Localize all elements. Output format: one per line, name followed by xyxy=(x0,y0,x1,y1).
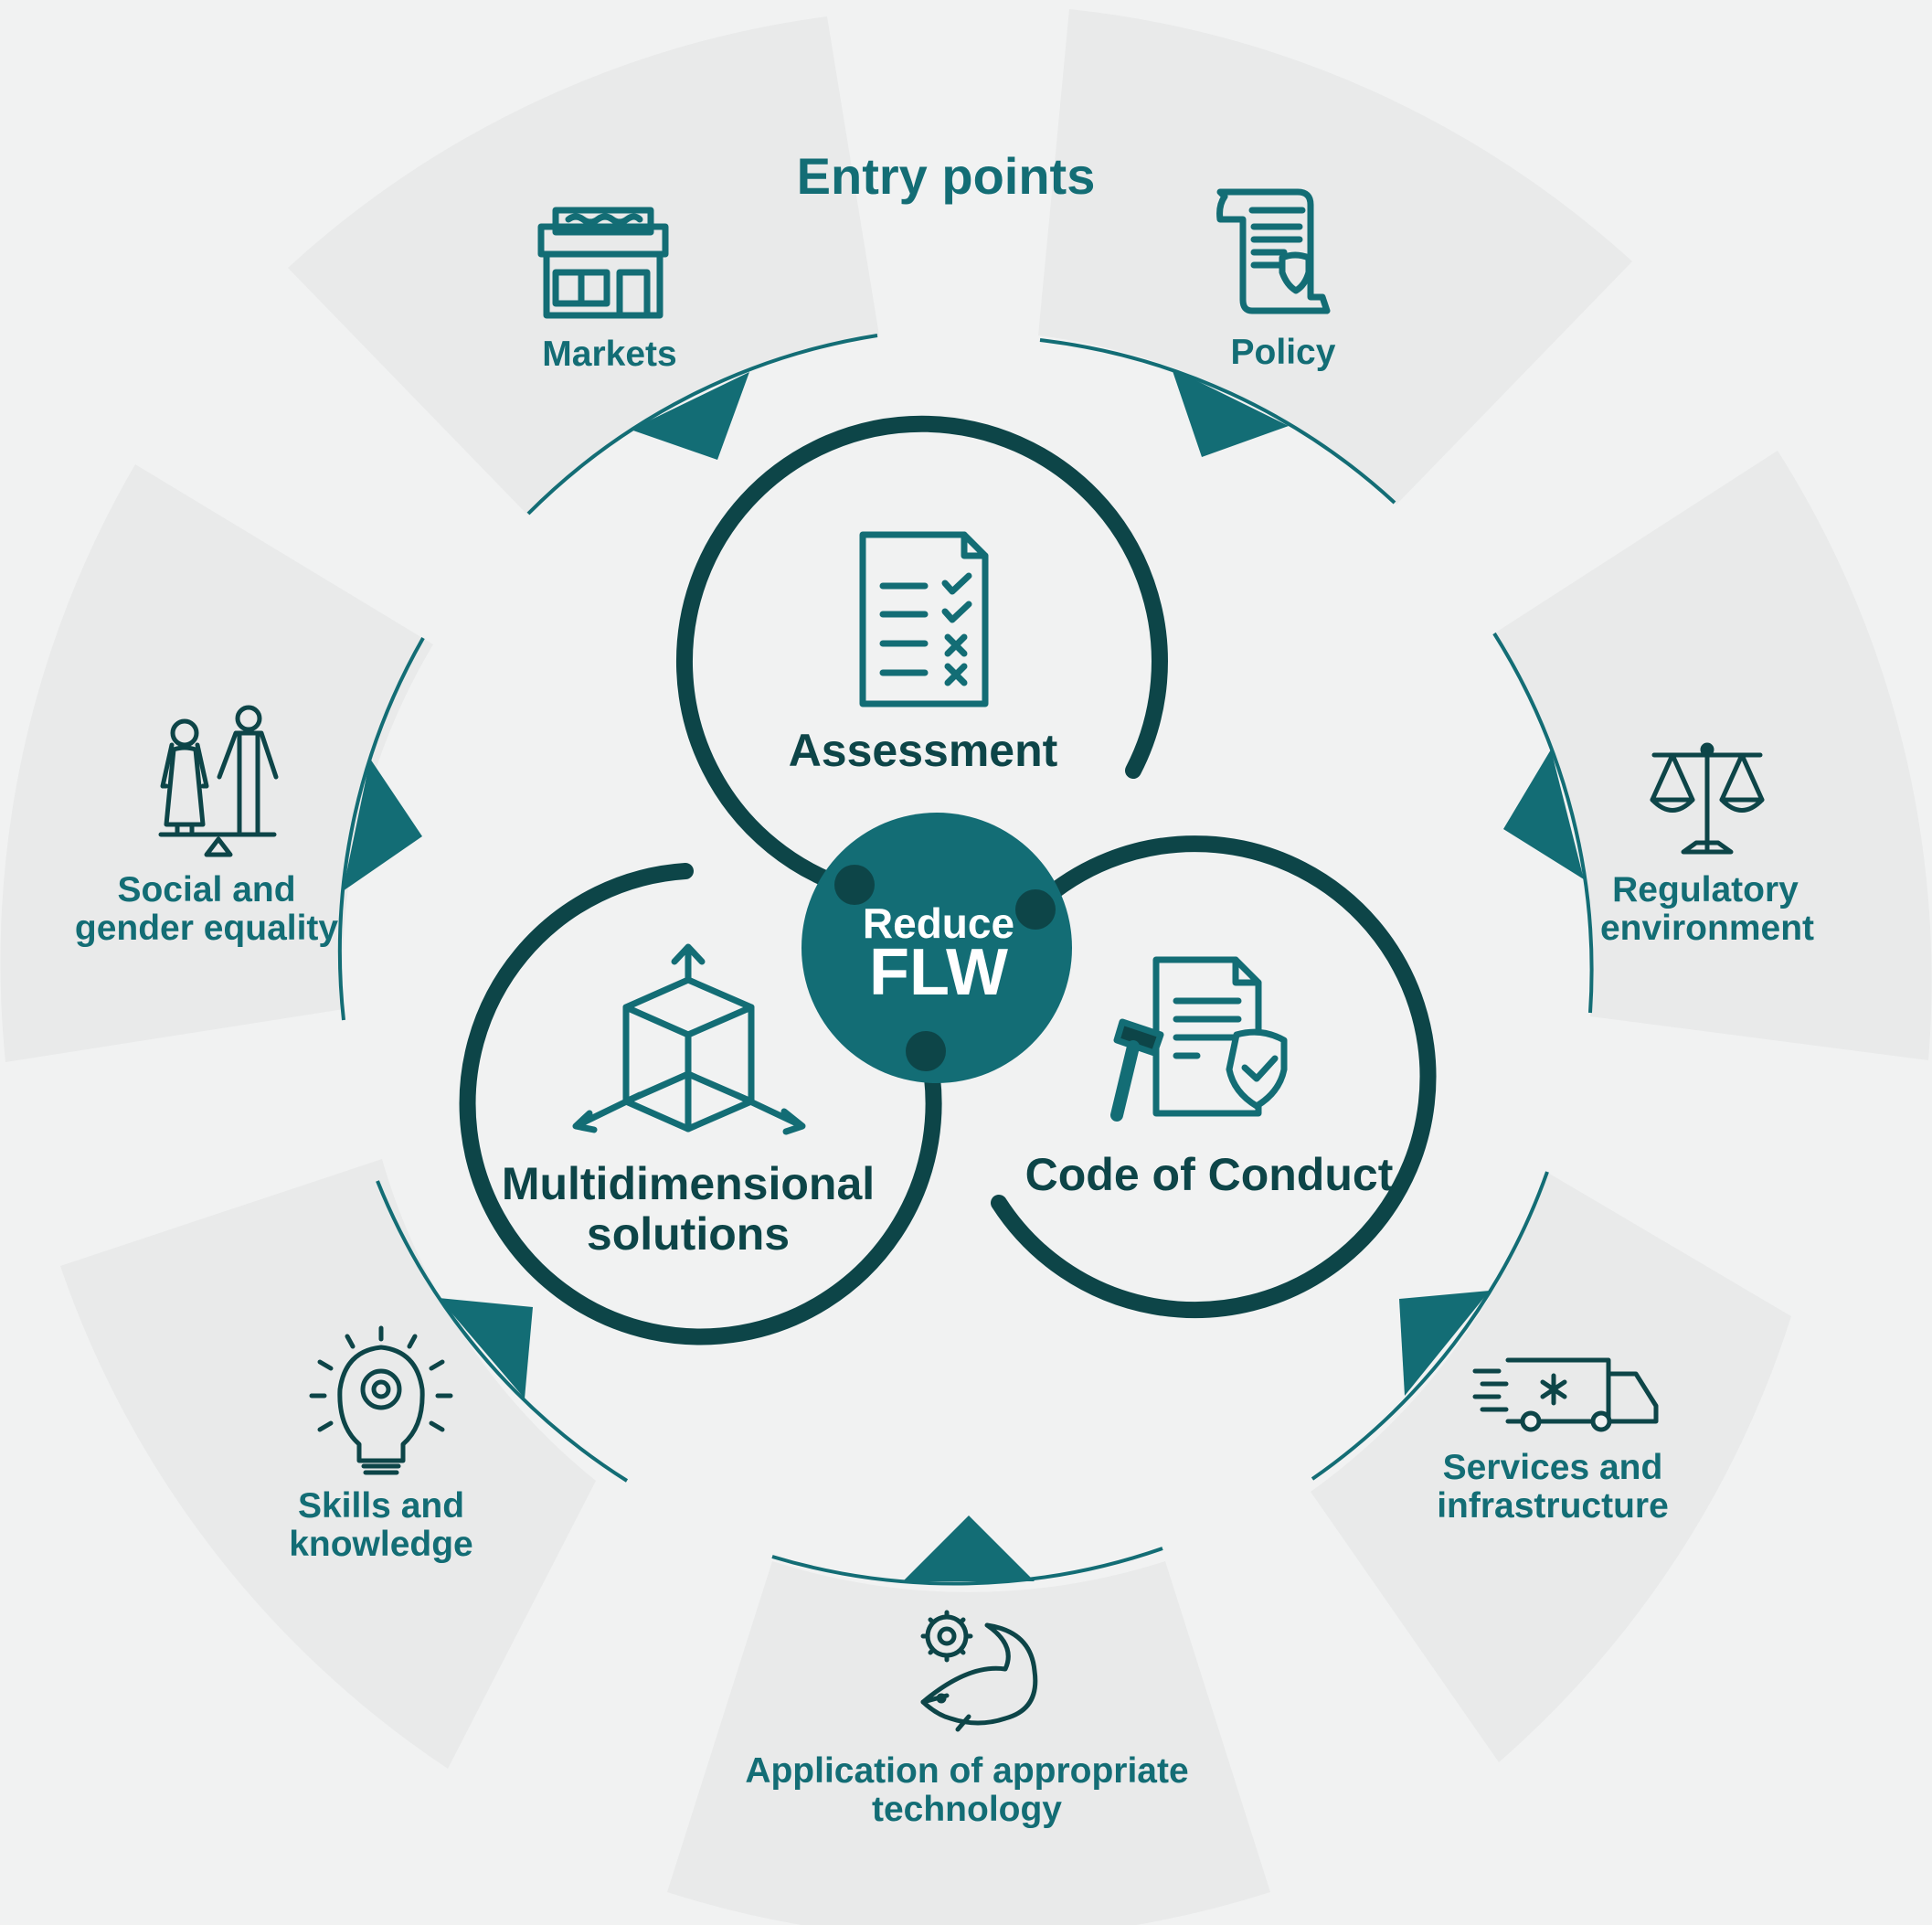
outer-arc-social xyxy=(337,637,425,1021)
label-multidimensional-line2: solutions xyxy=(587,1208,790,1260)
label-multidimensional-line1: Multidimensional xyxy=(502,1158,875,1209)
inner-loops xyxy=(459,415,1437,1345)
outer-arc-services xyxy=(1311,1171,1549,1481)
loop-assessment xyxy=(675,415,1168,898)
label-social-line1: Social and xyxy=(117,870,295,909)
loop-endpoint-multidimensional xyxy=(906,1031,946,1071)
arrowhead-markets xyxy=(631,372,749,460)
gear-and-fish-icon xyxy=(920,1610,1038,1732)
wedge-services xyxy=(1311,1172,1791,1762)
arrowheads xyxy=(343,368,1584,1581)
label-regulatory-line2: environment xyxy=(1600,909,1814,948)
label-regulatory-line1: Regulatory xyxy=(1612,870,1799,909)
label-services-line1: Services and xyxy=(1443,1448,1663,1487)
cube-axes-icon xyxy=(572,943,806,1135)
label-assessment: Assessment xyxy=(789,725,1058,776)
label-services-line2: infrastructure xyxy=(1437,1486,1669,1526)
arrowhead-technology xyxy=(903,1516,1035,1581)
refrigerated-truck-icon xyxy=(1472,1357,1659,1432)
outer-arc-markets xyxy=(526,334,878,516)
diagram-title: Entry points xyxy=(797,147,1096,205)
label-social-line2: gender equality xyxy=(75,909,339,948)
wedge-social xyxy=(0,464,433,1062)
arrowhead-social xyxy=(343,759,422,891)
outer-cycle xyxy=(337,334,1594,1586)
center-line2: FLW xyxy=(869,936,1008,1009)
loop-code-of-conduct xyxy=(991,835,1437,1319)
wedge-technology xyxy=(667,1561,1270,1925)
outer-arc-technology xyxy=(771,1547,1163,1586)
arrowhead-policy xyxy=(1172,368,1289,457)
wedge-policy xyxy=(1038,9,1632,505)
label-code-of-conduct: Code of Conduct xyxy=(1025,1149,1394,1200)
arrowhead-regulatory xyxy=(1503,750,1584,879)
loop-endpoint-code xyxy=(1015,889,1056,930)
arrowhead-skills xyxy=(439,1298,533,1399)
woman-man-balance-icon xyxy=(158,705,279,857)
storefront-icon xyxy=(537,207,669,319)
gavel-document-shield-icon xyxy=(1110,956,1288,1122)
label-technology-line2: technology xyxy=(872,1790,1062,1829)
loop-multidimensional xyxy=(459,863,942,1345)
label-skills-line1: Skills and xyxy=(298,1486,464,1526)
scales-of-justice-icon xyxy=(1650,742,1765,855)
outer-arc-skills xyxy=(376,1180,629,1483)
checklist-document-icon xyxy=(859,531,989,707)
loop-endpoints xyxy=(834,865,1056,1071)
wedge-skills xyxy=(60,1159,596,1769)
label-technology-line1: Application of appropriate xyxy=(745,1751,1188,1791)
label-skills-line2: knowledge xyxy=(289,1525,473,1564)
wedge-markets xyxy=(288,16,879,516)
loop-endpoint-assessment xyxy=(834,865,875,905)
arrowhead-services xyxy=(1399,1291,1490,1396)
policy-scroll-icon xyxy=(1216,188,1331,314)
outer-arc-regulatory xyxy=(1492,632,1594,1014)
outer-arc-policy xyxy=(1039,338,1396,505)
lightbulb-gear-icon xyxy=(309,1325,453,1475)
center-line1: Reduce xyxy=(863,899,1014,947)
label-markets: Markets xyxy=(542,335,676,374)
label-policy: Policy xyxy=(1231,333,1336,372)
